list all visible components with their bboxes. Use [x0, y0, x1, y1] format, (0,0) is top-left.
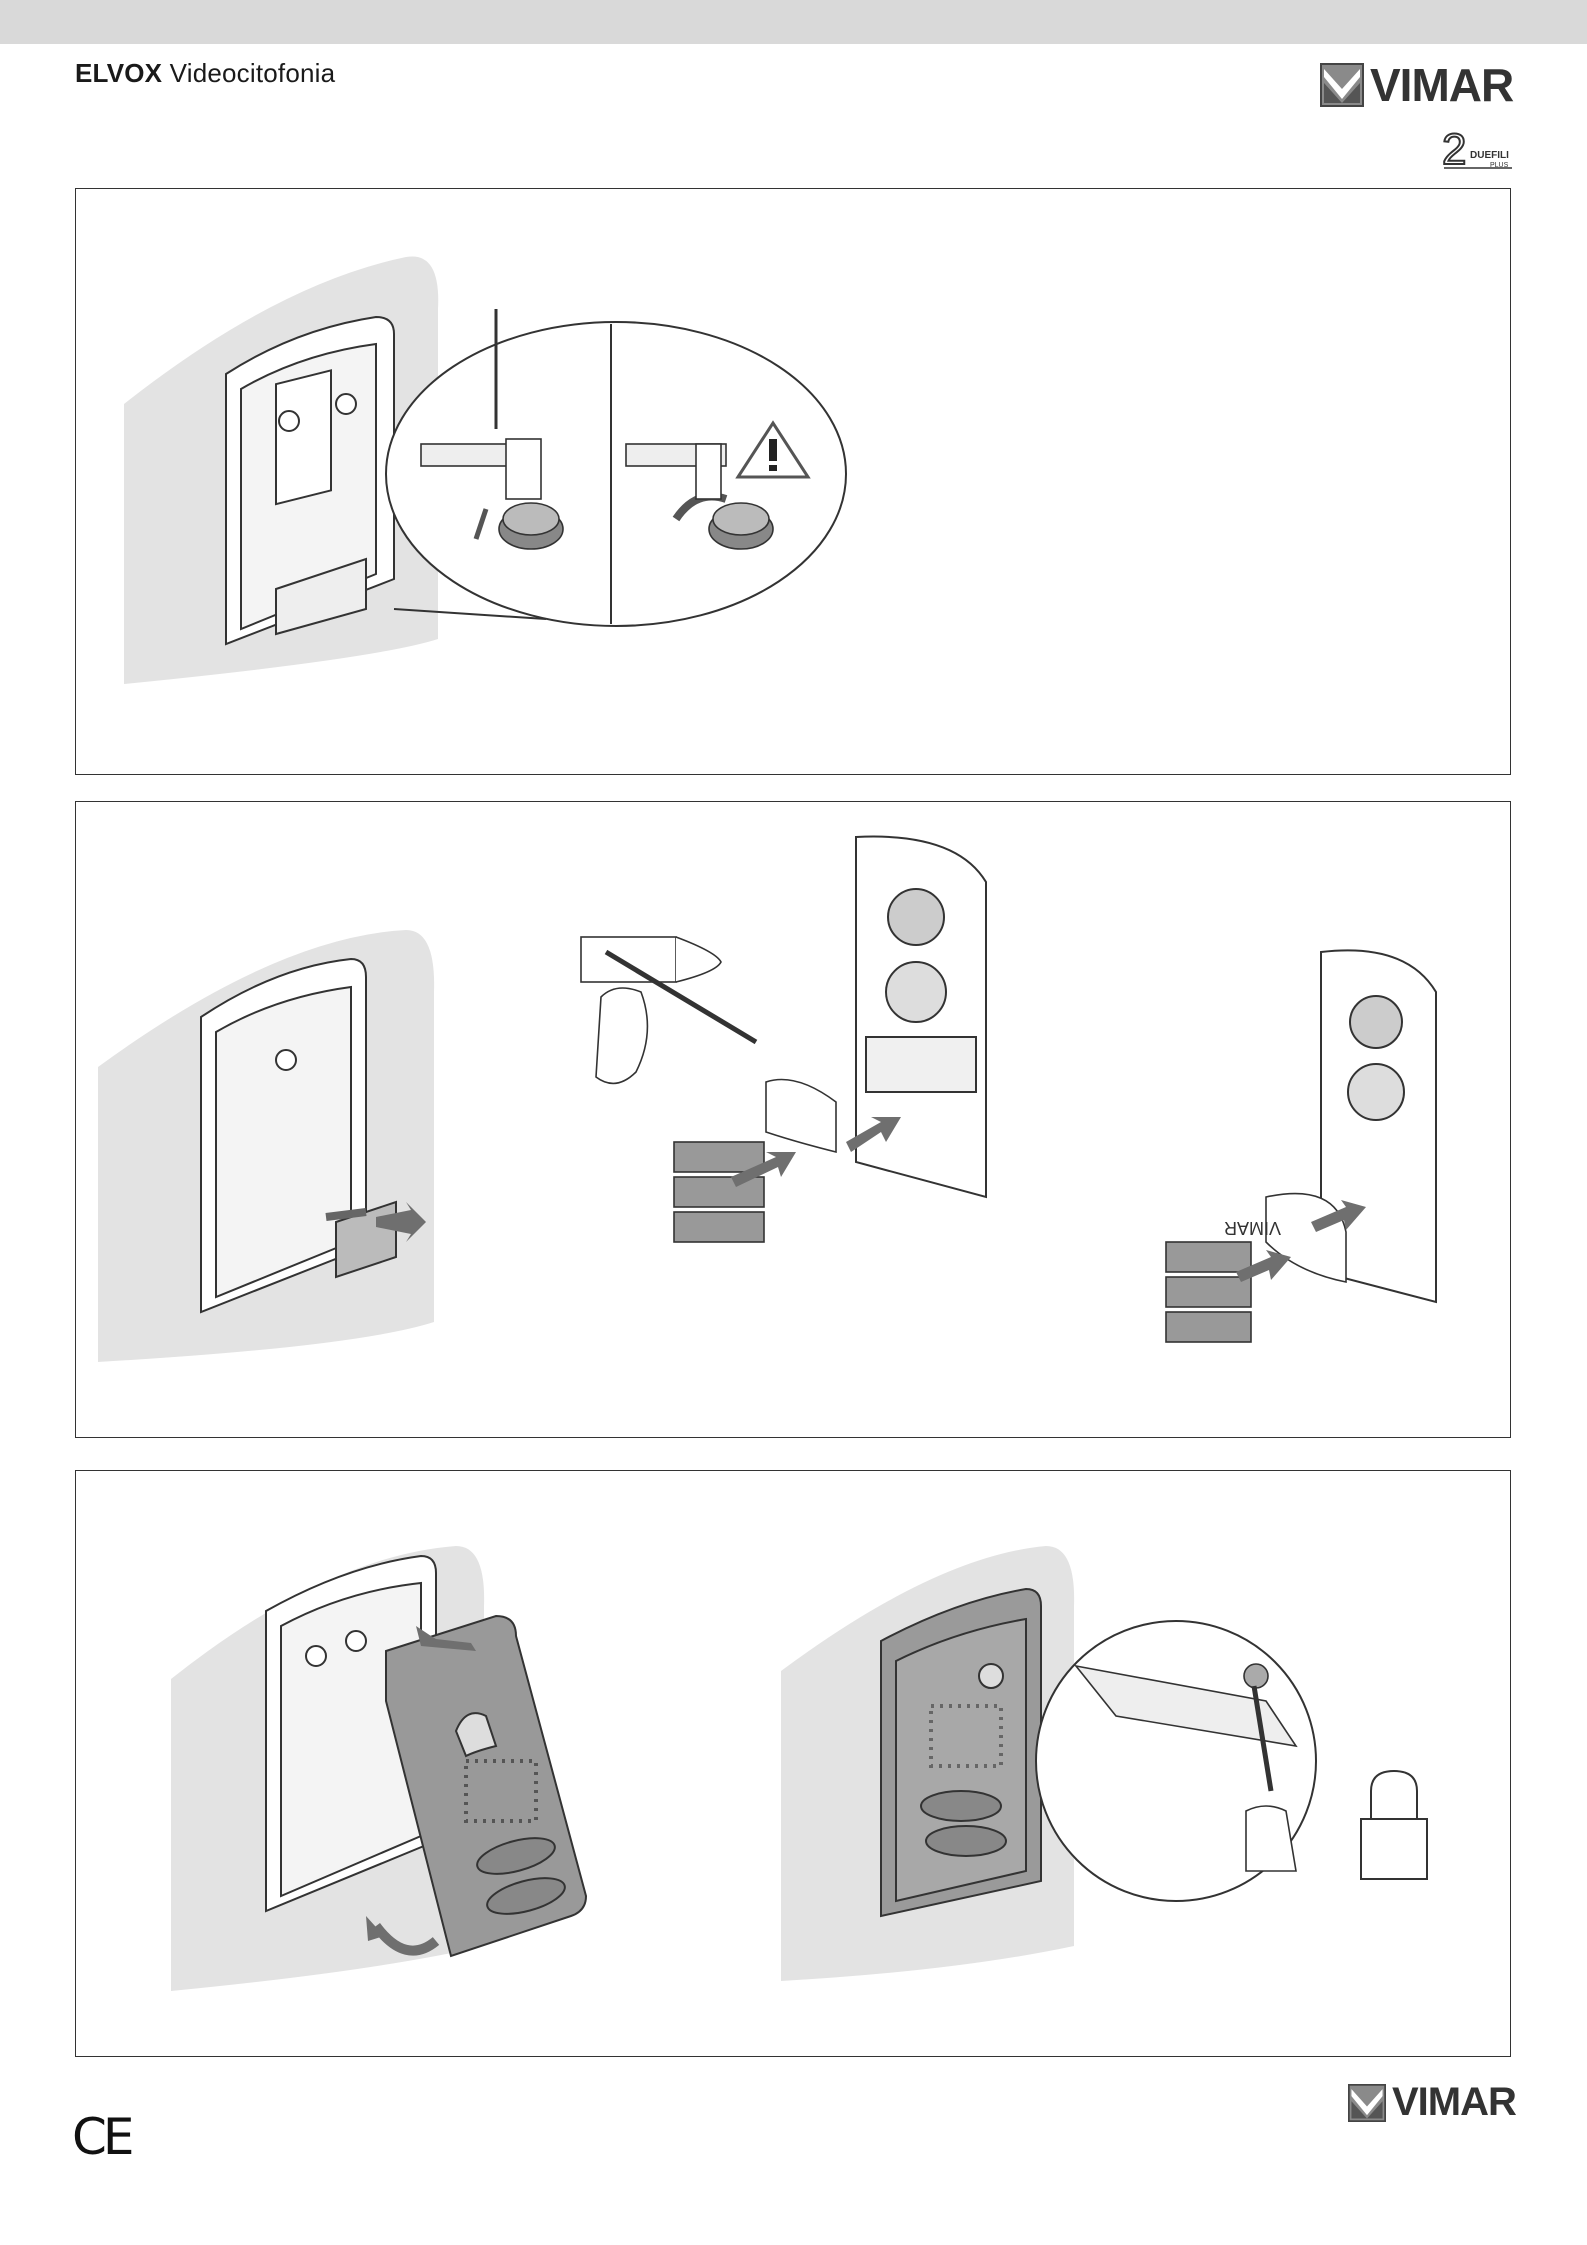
label-strips-center [674, 1080, 836, 1243]
duefili-label: DUEFILI [1470, 150, 1509, 161]
vimar-logo-footer: VIMAR [1348, 2080, 1516, 2125]
brand-title: ELVOX Videocitofonia [75, 58, 335, 89]
vimar-logo-text: VIMAR [1370, 58, 1513, 112]
panel-step-2-labels: VIMAR [75, 801, 1511, 1438]
illustration-wiring [76, 189, 1511, 775]
vimar-logo-icon [1320, 63, 1364, 107]
padlock-icon [1361, 1771, 1427, 1879]
pencil-label-hand [581, 937, 756, 1083]
vimar-logo-icon [1348, 2084, 1386, 2122]
top-bar [0, 0, 1587, 44]
rear-panel-center [856, 837, 986, 1197]
illustration-closing [76, 1471, 1511, 2057]
closed-unit [881, 1589, 1041, 1916]
illustration-labels: VIMAR [76, 802, 1511, 1438]
label-strips-right [1166, 1242, 1251, 1342]
vimar-logo-header: VIMAR [1320, 58, 1513, 112]
vimar-logo-text: VIMAR [1392, 2080, 1516, 2125]
door-unit-open [201, 959, 396, 1312]
panel-step-3-closing [75, 1470, 1511, 2057]
brand-subtitle: Videocitofonia [170, 58, 336, 88]
duefili-sub: PLUS [1490, 162, 1509, 169]
svg-text:2: 2 [1442, 125, 1466, 172]
ce-mark-icon: CE [72, 2108, 131, 2166]
duefili-plus-logo: 2 DUEFILI PLUS [1440, 124, 1516, 172]
brand-name: ELVOX [75, 58, 162, 88]
vimar-label-text: VIMAR [1224, 1218, 1281, 1238]
panel-step-1-wiring [75, 188, 1511, 775]
